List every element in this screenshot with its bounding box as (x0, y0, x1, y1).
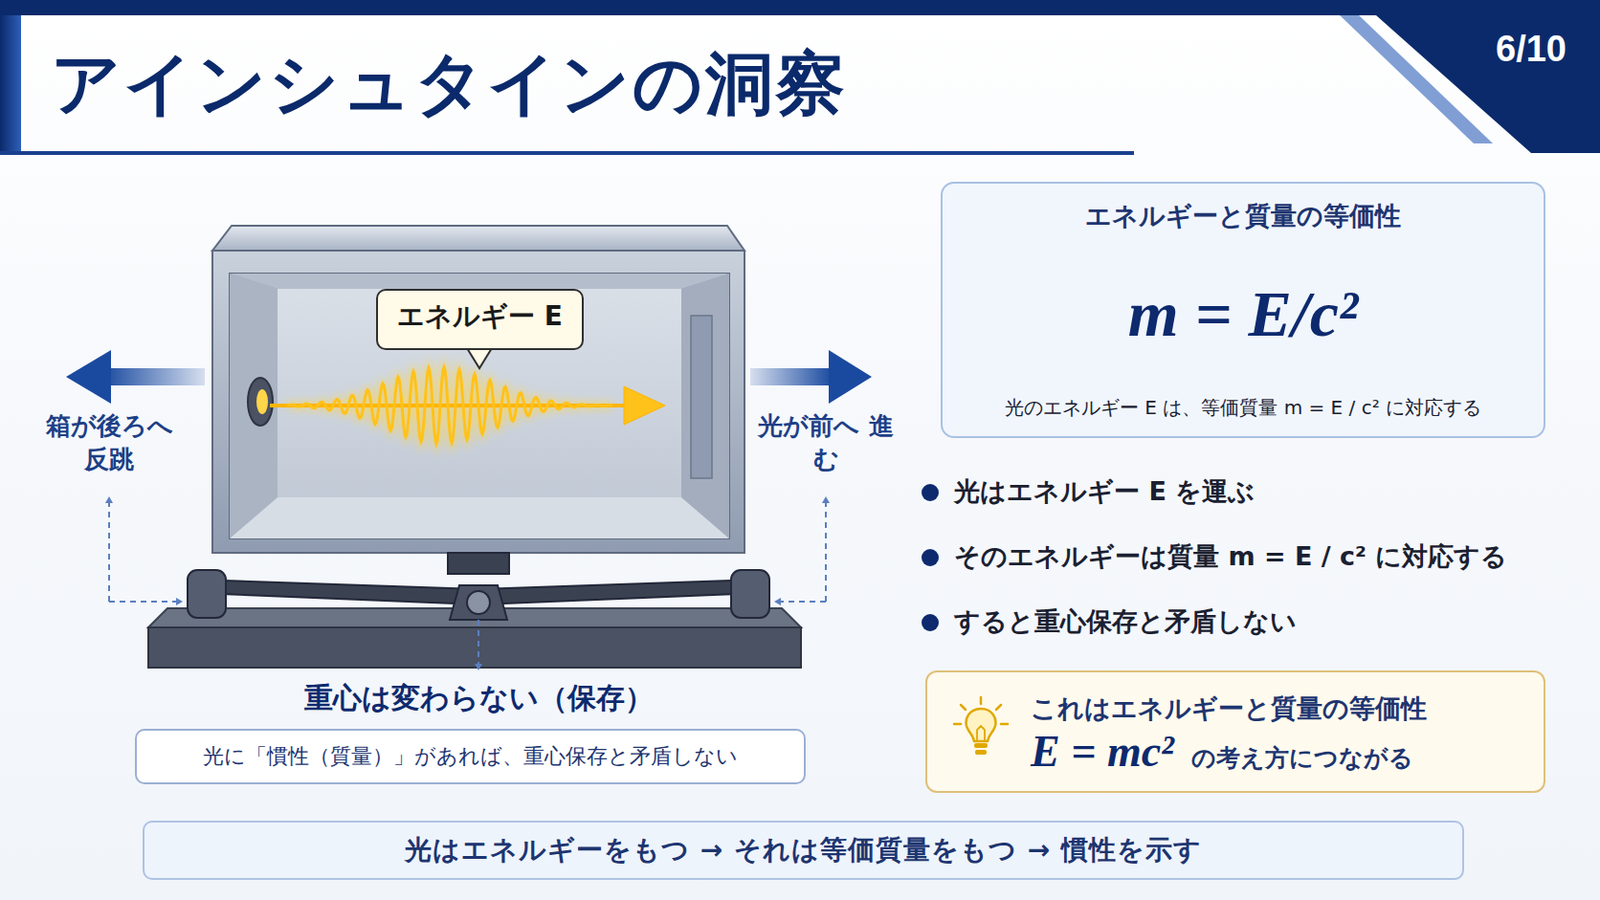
light-wave (269, 367, 666, 445)
formula-box: エネルギーと質量の等価性 m = E/c² 光のエネルギー E は、等価質量 m =… (940, 181, 1546, 439)
einstein-box (212, 225, 745, 554)
bubble-tail (466, 348, 492, 369)
light-direction-arrow (750, 350, 872, 404)
insight-text: これはエネルギーと質量の等価性 (1030, 691, 1525, 727)
equation: E = mc² (1030, 726, 1175, 778)
formula-heading: エネルギーと質量の等価性 (1085, 199, 1401, 234)
bullet-text: すると重心保存と矛盾しない (954, 604, 1297, 640)
node-text: 光はエネルギーをもつ → それは等価質量をもつ → 慣性を示す (404, 832, 1202, 869)
node-text: 光に「慣性（質量）」があれば、重心保存と矛盾しない (202, 742, 738, 772)
summary-banner: 光はエネルギーをもつ → それは等価質量をもつ → 慣性を示す (142, 821, 1465, 881)
header-decoration (0, 0, 1600, 154)
text-row: E = mc² の考え方につながる (1030, 726, 1525, 778)
insight-box: これはエネルギーと質量の等価性E = mc² の考え方につながる (925, 670, 1546, 794)
light-label: 光が前へ 進む (754, 409, 898, 477)
center-of-mass-label: 重心は変わらない（保存） (210, 679, 747, 719)
dashed-leader (109, 497, 826, 670)
node-text: エネルギー E (397, 298, 563, 335)
recoil-arrow (66, 350, 205, 404)
page-number: 6/10 (1473, 24, 1589, 74)
formula: m = E/c² (1128, 275, 1358, 355)
bulb-icon (952, 695, 1010, 765)
bullet-text: そのエネルギーは質量 m = E / c² に対応する (954, 539, 1508, 575)
note-box: 光に「慣性（質量）」があれば、重心保存と矛盾しない (134, 729, 806, 785)
insight-text: の考え方につながる (1191, 742, 1414, 775)
speech-bubble: エネルギー E (376, 288, 584, 351)
balance-stand (148, 553, 801, 668)
recoil-label: 箱が後ろへ 反跳 (37, 409, 181, 477)
bullet-text: 光はエネルギー E を運ぶ (954, 474, 1255, 510)
bullet-dot (921, 484, 939, 632)
slide-title: アインシュタインの洞察 (50, 47, 847, 121)
formula-caption: 光のエネルギー E は、等価質量 m = E / c² に対応する (1004, 395, 1482, 422)
